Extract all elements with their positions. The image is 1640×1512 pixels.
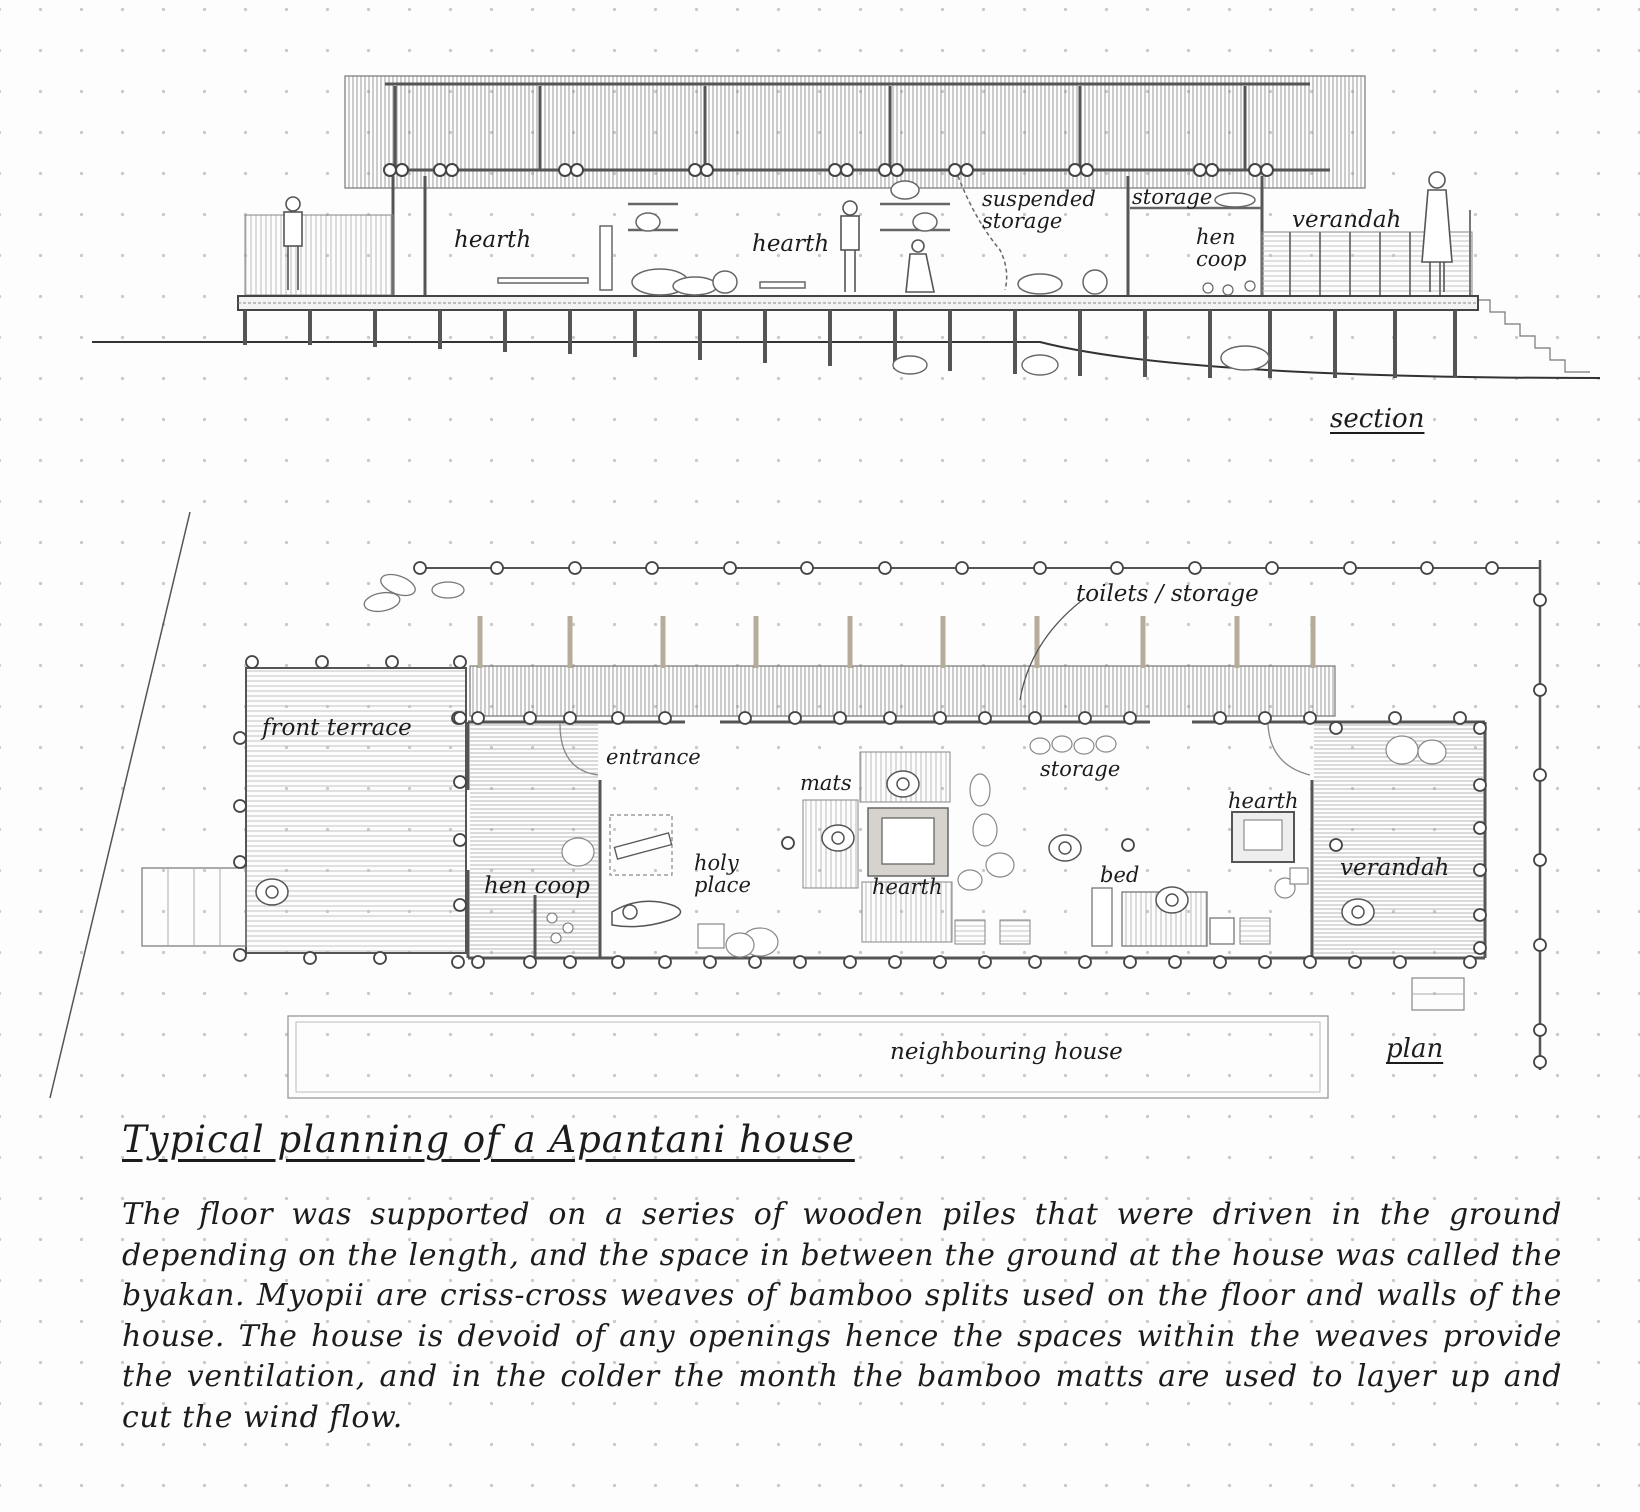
plan-label-hen-coop: hen coop [484, 873, 590, 899]
left-fence [244, 214, 394, 296]
neighbouring-house-outline [287, 1015, 1329, 1099]
section-label-suspended-storage: suspended storage [982, 187, 1096, 234]
section-caption: section [1330, 404, 1425, 434]
plan-caption: plan [1386, 1034, 1444, 1064]
plan-drawing [49, 511, 1547, 1099]
plan-figures [255, 770, 1375, 928]
plan-label-toilets-storage: toilets / storage [1076, 581, 1259, 607]
section-label-storage: storage [1132, 185, 1213, 209]
plan-label-hearth-center: hearth [872, 875, 943, 899]
sheep [363, 573, 465, 613]
section-label-hen-coop: hen coop [1196, 225, 1247, 272]
section-drawing [92, 75, 1601, 379]
wooden-piles [243, 310, 1457, 378]
pigs [892, 345, 1270, 376]
description-paragraph: The floor was supported on a series of w… [122, 1197, 1562, 1435]
front-terrace [245, 667, 467, 954]
plan-label-neighbouring-house: neighbouring house [890, 1039, 1123, 1065]
plan-label-entrance: entrance [606, 745, 701, 769]
section-label-verandah: verandah [1292, 207, 1402, 233]
page-title: Typical planning of a Apantani house [122, 1118, 855, 1161]
plan-label-front-terrace: front terrace [262, 715, 412, 741]
plan-label-mats: mats [800, 771, 852, 795]
ground-line [92, 341, 1601, 379]
mat-3 [861, 881, 953, 943]
plan-label-storage: storage [1040, 757, 1121, 781]
plan-label-holy-place: holy place [694, 851, 751, 898]
section-label-hearth-left: hearth [454, 227, 532, 253]
compound-fence [413, 560, 1547, 1070]
plan-label-verandah: verandah [1340, 855, 1450, 881]
plan-label-bed: bed [1100, 863, 1140, 887]
toilets-storage-strip [469, 665, 1336, 717]
steps [1475, 299, 1590, 373]
site-boundary [49, 511, 191, 1099]
plan-label-hearth-right: hearth [1228, 789, 1299, 813]
section-label-hearth-center: hearth [752, 231, 830, 257]
section-figures [283, 171, 1453, 293]
